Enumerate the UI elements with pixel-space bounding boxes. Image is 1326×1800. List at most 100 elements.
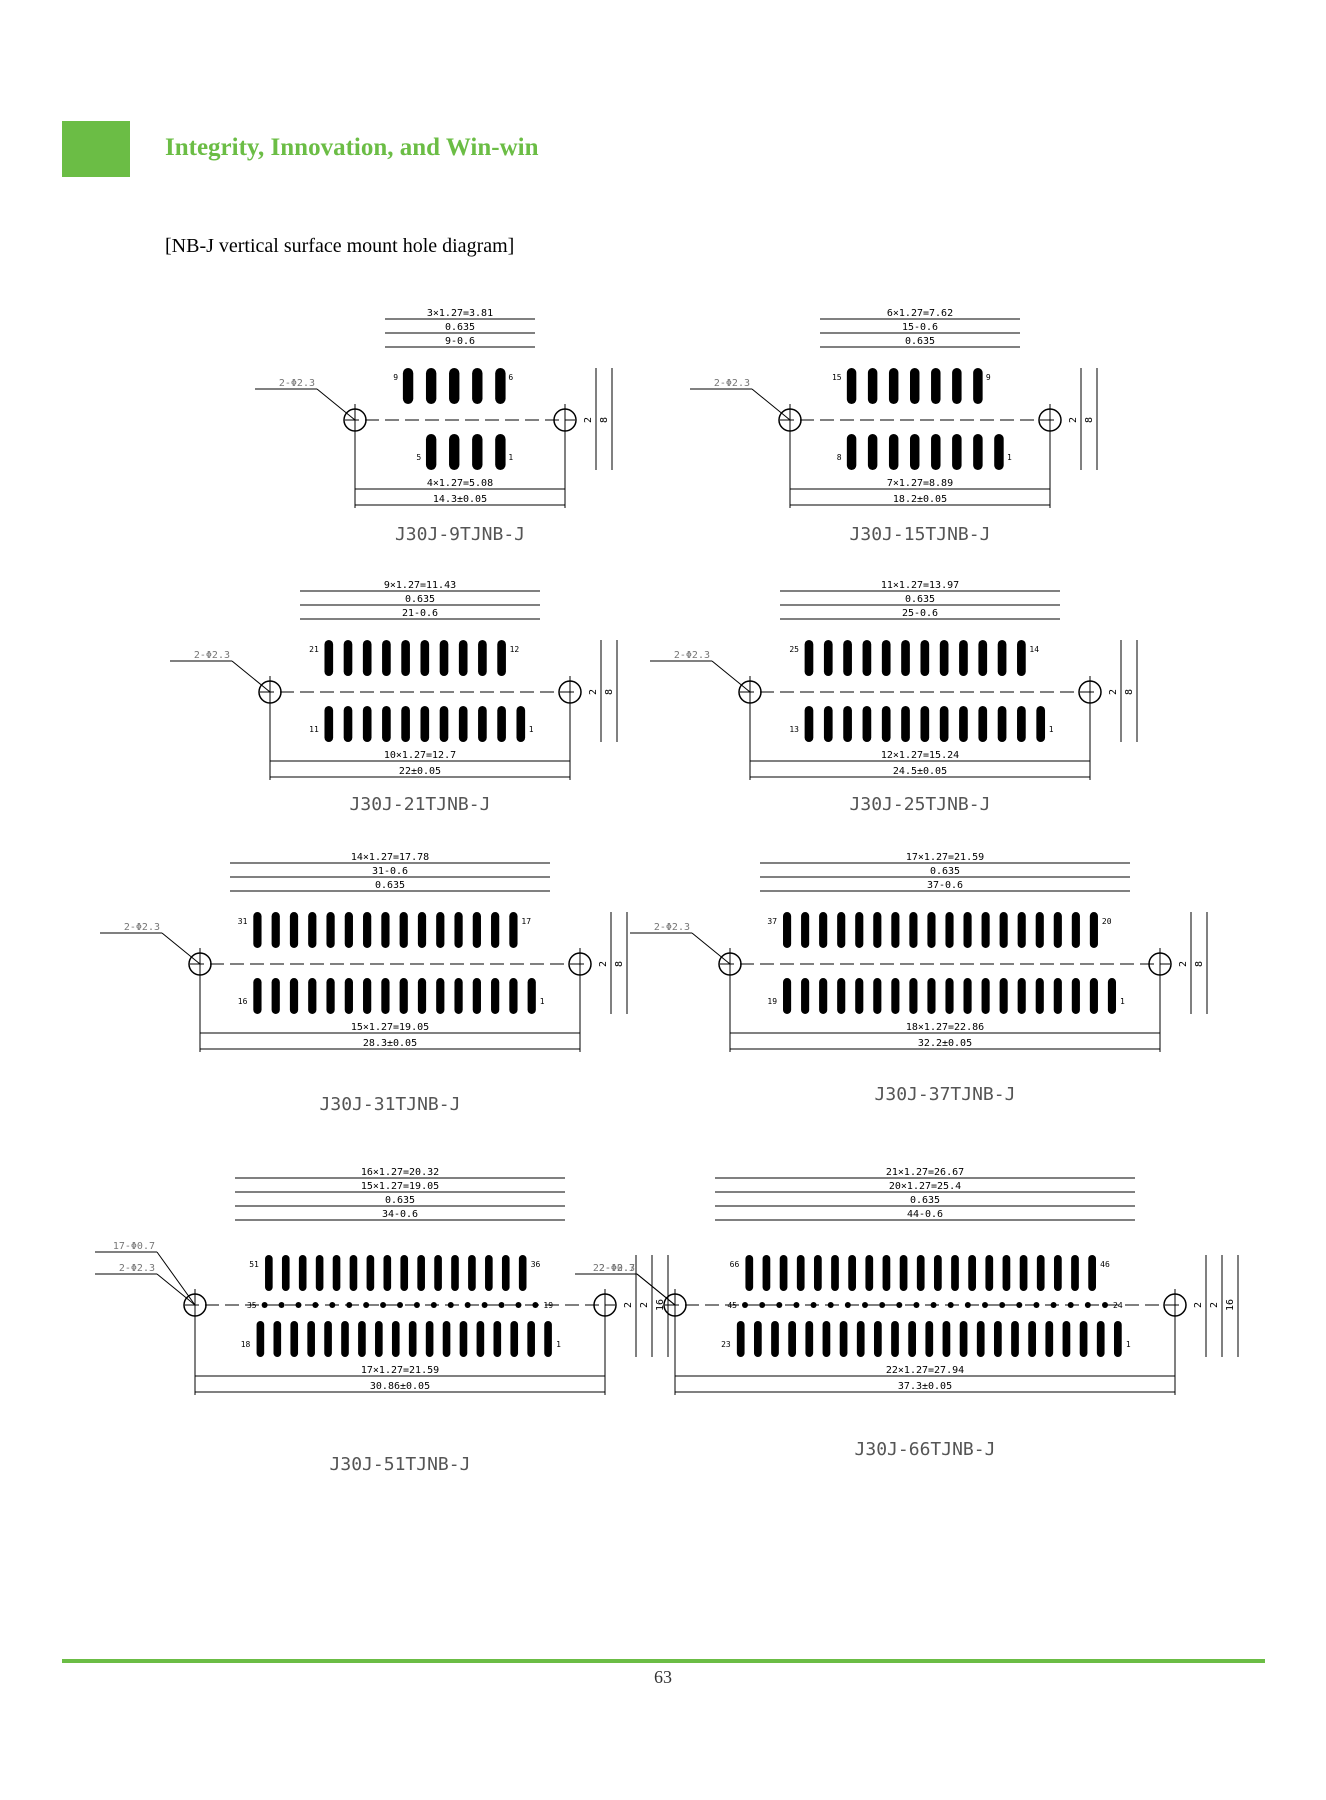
pin-top: [867, 368, 878, 404]
pin-bottom: [324, 706, 334, 742]
dimension-label-vertical: 2: [588, 689, 599, 695]
pin-top: [762, 1255, 771, 1291]
pin-bottom: [908, 1321, 916, 1357]
pin-top: [1071, 912, 1080, 948]
dimension-label: 15×1.27=19.05: [361, 1181, 439, 1192]
pin-top: [349, 1255, 358, 1291]
pin-top: [846, 368, 857, 404]
pin-number: 1: [1120, 997, 1125, 1006]
pin-top: [363, 912, 372, 948]
pin-top: [458, 640, 468, 676]
pin-bottom: [495, 434, 506, 470]
leader-line: [636, 1273, 676, 1306]
pin-bottom: [1028, 1321, 1036, 1357]
pin-bottom: [942, 1321, 951, 1357]
dimension-label: 0.635: [930, 866, 960, 877]
dimension-label-vertical: 2: [639, 1302, 650, 1308]
pin-mid: [759, 1302, 766, 1308]
pin-mid: [999, 1302, 1006, 1308]
pin-number: 1: [1049, 725, 1054, 734]
pin-number: 66: [730, 1260, 740, 1269]
hole-callout: 2-Φ2.3: [654, 922, 690, 933]
pin-number: 1: [508, 453, 513, 462]
dimension-label: 11×1.27=13.97: [881, 580, 959, 591]
pin-top: [1088, 1255, 1096, 1291]
dimension-label: 37.3±0.05: [898, 1381, 952, 1392]
pin-bottom: [544, 1321, 552, 1357]
pin-top: [265, 1255, 273, 1291]
pin-bottom: [909, 978, 918, 1014]
dimension-label-vertical: 8: [614, 961, 625, 967]
pin-number: 20: [1102, 917, 1112, 926]
pin-top: [308, 912, 317, 948]
page-number: 63: [654, 1667, 672, 1687]
dimension-label: 21-0.6: [402, 608, 438, 619]
pin-number: 45: [727, 1301, 737, 1310]
pin-bottom: [867, 434, 878, 470]
pin-number: 6: [508, 373, 513, 382]
pin-bottom: [837, 978, 846, 1014]
dimension-label: 0.635: [385, 1195, 415, 1206]
pin-bottom: [425, 1321, 434, 1357]
pin-mid: [1016, 1302, 1023, 1308]
pin-bottom: [341, 1321, 349, 1357]
pin-top: [472, 368, 483, 404]
pin-bottom: [436, 978, 445, 1014]
pin-bottom: [819, 978, 828, 1014]
pin-bottom: [408, 1321, 417, 1357]
pin-top: [401, 640, 410, 676]
pin-mid: [261, 1302, 268, 1308]
pin-bottom: [783, 978, 792, 1014]
pin-top: [451, 1255, 459, 1291]
pin-top: [1036, 1255, 1045, 1291]
pin-top: [804, 640, 814, 676]
pin-top: [1053, 912, 1062, 948]
pin-top: [491, 912, 500, 948]
pin-bottom: [493, 1321, 502, 1357]
dimension-label-vertical: 2: [598, 961, 609, 967]
pin-bottom: [856, 1321, 865, 1357]
pin-bottom: [997, 706, 1007, 742]
pin-top: [485, 1255, 493, 1291]
dimension-label: 0.635: [445, 322, 475, 333]
pin-bottom: [976, 1321, 985, 1357]
hole-callout: 2-Φ2.3: [194, 650, 230, 661]
pin-top: [819, 912, 828, 948]
dimension-label-vertical: 2: [1108, 689, 1119, 695]
dimension-label: 28.3±0.05: [363, 1038, 417, 1049]
pin-mid: [481, 1302, 488, 1308]
leader-line: [161, 932, 201, 965]
pin-number: 12: [510, 645, 520, 654]
pin-top: [973, 368, 983, 404]
hole-callout: 2-Φ2.3: [279, 378, 315, 389]
pin-bottom: [901, 706, 910, 742]
dimension-label: 15×1.27=19.05: [351, 1022, 429, 1033]
pin-bottom: [1079, 1321, 1088, 1357]
pin-bottom: [289, 978, 299, 1014]
model-name: J30J-37TJNB-J: [875, 1084, 1016, 1105]
pin-top: [344, 912, 353, 948]
hole-callout: 2-Φ2.3: [674, 650, 710, 661]
pin-top: [497, 640, 506, 676]
model-name: J30J-9TJNB-J: [395, 524, 525, 545]
pin-bottom: [459, 1321, 468, 1357]
hole-callout: 22-Φ0.7: [593, 1263, 635, 1274]
page-slogan: Integrity, Innovation, and Win-win: [165, 134, 539, 161]
pin-bottom: [358, 1321, 366, 1357]
pin-bottom: [754, 1321, 762, 1357]
pin-top: [1071, 1255, 1079, 1291]
pin-top: [1017, 912, 1026, 948]
pin-bottom: [1107, 978, 1117, 1014]
pin-bottom: [788, 1321, 796, 1357]
pin-top: [963, 912, 972, 948]
pin-bottom: [1089, 978, 1098, 1014]
pin-bottom: [939, 706, 949, 742]
pin-bottom: [804, 706, 814, 742]
pin-bottom: [417, 978, 427, 1014]
pin-bottom: [472, 978, 481, 1014]
dimension-label: 16×1.27=20.32: [361, 1167, 439, 1178]
pin-bottom: [891, 978, 900, 1014]
